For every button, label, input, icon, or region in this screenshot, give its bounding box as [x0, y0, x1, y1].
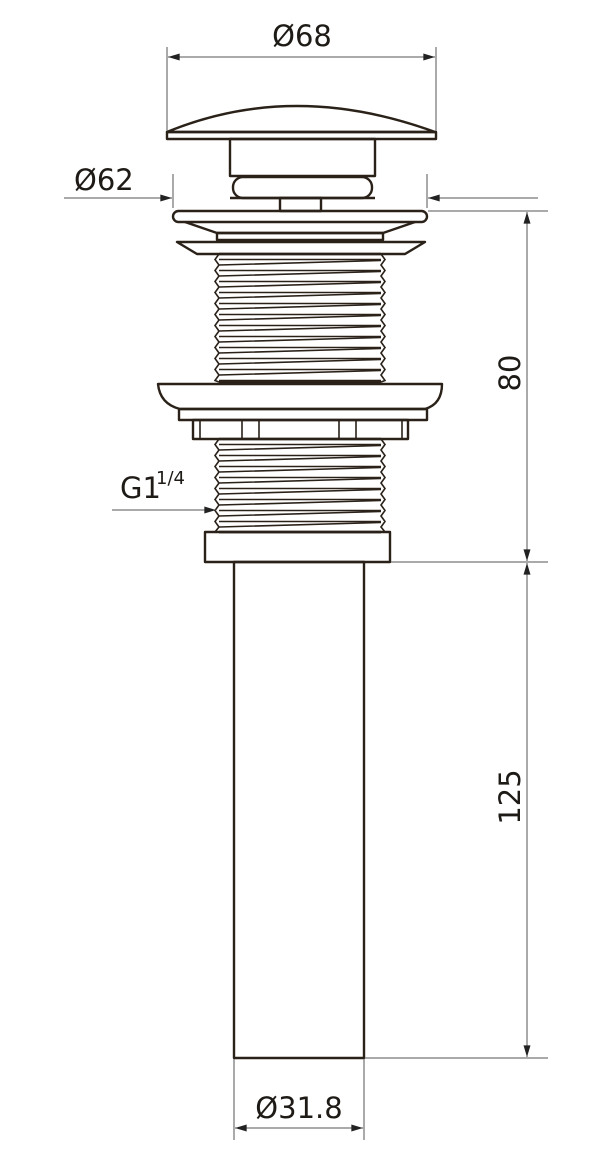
cap-diameter-label: Ø68	[272, 19, 332, 53]
bottom-nut	[203, 530, 392, 564]
upper-thread	[213, 252, 387, 384]
height-dimensions: 80 125	[365, 210, 548, 1059]
thread-dimension: G1 1/4	[112, 468, 216, 514]
cap-diameter-dimension: Ø68	[166, 19, 437, 131]
thread-edge	[219, 252, 381, 384]
thread-lines	[213, 253, 387, 383]
flange	[171, 209, 429, 256]
thread-label: G1	[120, 471, 161, 505]
tail-tube	[232, 560, 366, 1060]
tube-diameter-dimension: Ø31.8	[233, 1059, 365, 1140]
tube-length-label: 125	[493, 769, 527, 824]
body-height-label: 80	[493, 355, 527, 392]
flange-diameter-label: Ø62	[74, 163, 134, 197]
cap	[165, 104, 438, 213]
lock-nut	[156, 382, 444, 441]
thread-fraction-label: 1/4	[156, 468, 185, 489]
thread-edge	[219, 437, 381, 534]
flange-diameter-dimension: Ø62	[64, 163, 538, 208]
tube-diameter-label: Ø31.8	[255, 1091, 342, 1125]
thread-lines	[213, 438, 387, 534]
lower-thread	[213, 437, 387, 534]
